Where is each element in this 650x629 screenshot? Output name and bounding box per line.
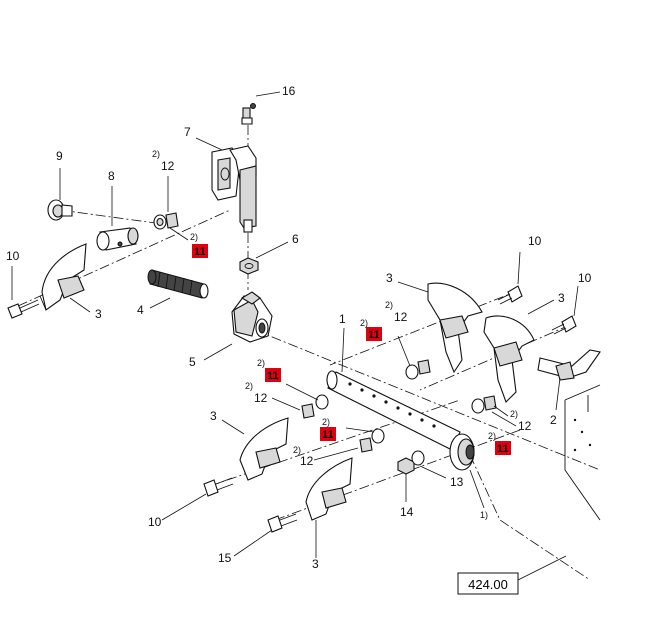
reference-number: 424.00 [468, 577, 508, 592]
callout-12: 12 [394, 310, 408, 324]
callout-10: 10 [148, 515, 162, 529]
callout-15: 15 [218, 551, 232, 565]
part-1-rotor-tube [326, 370, 461, 451]
callout-note-2: 2) [488, 431, 496, 441]
part-3-blade-far-right [483, 315, 535, 403]
callout-note-2: 2) [190, 232, 198, 242]
callout-note-2: 2) [293, 445, 301, 455]
callout-10: 10 [528, 234, 542, 248]
part-6-nut [239, 257, 259, 275]
part-10-bolt-left [7, 299, 40, 319]
part-12-washer-mid-upper [405, 359, 431, 380]
part-2-pin [537, 349, 601, 381]
part-3-blade-lower-left [239, 417, 289, 481]
part-3-blade-upper-right [427, 282, 483, 374]
callout-12: 12 [518, 419, 532, 433]
part-3-blade-left [39, 243, 87, 311]
callout-note-2: 2) [360, 318, 368, 328]
part-16-grease-nipple [241, 103, 256, 125]
highlight-box [265, 368, 281, 382]
part-12-washer-mid-left [301, 394, 329, 419]
callout-3: 3 [386, 271, 393, 285]
callout-11-highlighted: 11 [368, 329, 380, 341]
callout-12: 12 [300, 454, 314, 468]
callout-note-1: 1) [480, 510, 488, 520]
callout-12: 12 [161, 159, 175, 173]
callout-note-2: 2) [257, 358, 265, 368]
callout-3: 3 [210, 409, 217, 423]
highlight-box [320, 427, 336, 441]
part-12-washer-right [471, 395, 497, 414]
leader-lines [11, 91, 579, 581]
part-14-nut [397, 450, 425, 475]
callout-12: 12 [254, 391, 268, 405]
callout-13: 13 [450, 475, 464, 489]
callout-10: 10 [6, 249, 20, 263]
callout-11-highlighted: 11 [322, 429, 334, 441]
part-10-bolt-upper-right [497, 285, 523, 305]
callout-labels: 16 7 9 8 2) 12 2) 11 6 10 3 4 5 10 3 10 … [6, 84, 592, 571]
part-12-washer-upper-left [153, 212, 179, 230]
part-4-shaft [147, 269, 209, 299]
callout-8: 8 [108, 169, 115, 183]
highlight-box [366, 327, 382, 341]
highlight-box [192, 244, 208, 258]
callout-7: 7 [184, 125, 191, 139]
callout-note-2: 2) [152, 149, 160, 159]
callout-3: 3 [558, 291, 565, 305]
callout-note-2: 2) [322, 417, 330, 427]
part-8-sleeve [96, 227, 139, 251]
callout-3: 3 [312, 557, 319, 571]
part-10-bolt-far-right [551, 315, 577, 335]
part-15-bolt [267, 513, 298, 533]
callout-2: 2 [550, 413, 557, 427]
highlight-box [495, 441, 511, 455]
part-3-blade-lower-middle [305, 457, 353, 521]
callout-4: 4 [137, 303, 144, 317]
callout-11-highlighted: 11 [267, 370, 279, 382]
callout-5: 5 [189, 355, 196, 369]
callout-3: 3 [95, 307, 102, 321]
callout-16: 16 [282, 84, 296, 98]
callout-14: 14 [400, 505, 414, 519]
part-12-washer-center [359, 428, 385, 453]
callout-11-highlighted: 11 [497, 443, 509, 455]
reference-number-box: 424.00 [457, 572, 519, 595]
callout-1: 1 [339, 312, 346, 326]
part-10-bolt-lower [203, 477, 234, 497]
part-5-bearing-housing [231, 291, 273, 343]
callout-9: 9 [56, 149, 63, 163]
part-7-bracket [211, 145, 257, 233]
part-13-flange [449, 433, 475, 471]
part-9-cap [47, 199, 73, 221]
callout-note-2: 2) [245, 381, 253, 391]
callout-note-2: 2) [510, 409, 518, 419]
callout-6: 6 [292, 232, 299, 246]
callout-note-2: 2) [385, 300, 393, 310]
callout-11-highlighted: 11 [194, 246, 206, 258]
callout-10: 10 [578, 271, 592, 285]
frame-side-plate [564, 384, 601, 521]
